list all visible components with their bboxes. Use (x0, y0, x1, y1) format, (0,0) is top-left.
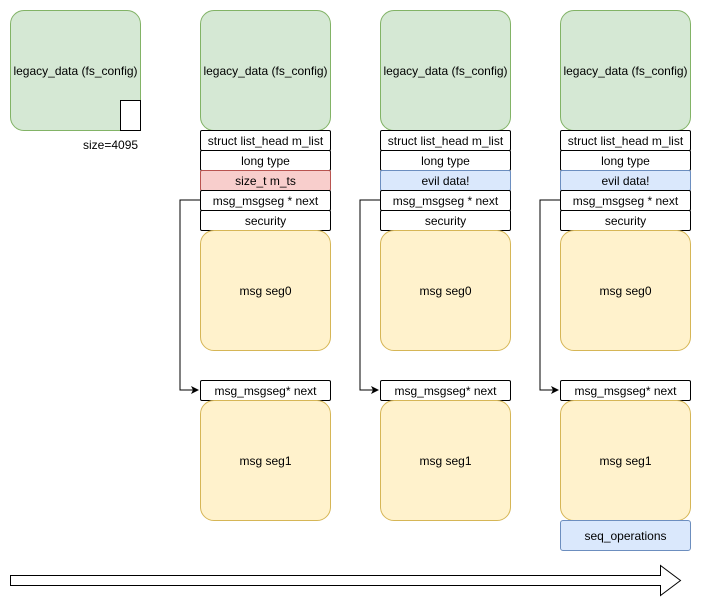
legacy-data-label: legacy_data (fs_config) (13, 63, 138, 78)
field-m-ts-1: size_t m_ts (200, 170, 331, 191)
field-label: evil data! (421, 173, 470, 188)
field-label: long type (241, 153, 290, 168)
timeline-arrow (10, 564, 682, 597)
field-label: evil data! (601, 173, 650, 188)
field-label: msg_msgseg * next (572, 193, 679, 208)
field-label: size_t m_ts (235, 173, 296, 188)
field-label: long type (421, 153, 470, 168)
field-label: long type (601, 153, 650, 168)
field-security-3: security (560, 210, 691, 231)
legacy-data-label: legacy_data (fs_config) (383, 63, 508, 78)
field-security-1: security (200, 210, 331, 231)
segment-label: msg seg1 (239, 453, 292, 468)
field-seg-next-1: msg_msgseg* next (200, 380, 331, 401)
field-label: msg_msgseg* next (214, 383, 317, 398)
msg-seg0-box-3: msg seg0 (560, 230, 691, 351)
legacy-data-box-2: legacy_data (fs_config) (380, 10, 511, 131)
field-m-list-1: struct list_head m_list (200, 130, 331, 151)
field-evil-data-2: evil data! (380, 170, 511, 191)
legacy-data-box-0: legacy_data (fs_config) (10, 10, 141, 131)
msg-seg0-box-2: msg seg0 (380, 230, 511, 351)
segment-label: msg seg0 (419, 283, 472, 298)
field-label: security (604, 213, 647, 228)
segment-label: msg seg1 (599, 453, 652, 468)
field-label: msg_msgseg* next (394, 383, 497, 398)
field-label: msg_msgseg * next (212, 193, 319, 208)
field-long-type-2: long type (380, 150, 511, 171)
field-label: struct list_head m_list (387, 133, 504, 148)
legacy-data-label: legacy_data (fs_config) (203, 63, 328, 78)
field-m-list-2: struct list_head m_list (380, 130, 511, 151)
legacy-data-label: legacy_data (fs_config) (563, 63, 688, 78)
size-label: size=4095 (83, 138, 139, 152)
msg-seg1-box-3: msg seg1 (560, 400, 691, 521)
msg-seg1-box-1: msg seg1 (200, 400, 331, 521)
field-long-type-3: long type (560, 150, 691, 171)
segment-label: msg seg0 (599, 283, 652, 298)
field-security-2: security (380, 210, 511, 231)
legacy-data-box-3: legacy_data (fs_config) (560, 10, 691, 131)
field-seg-next-2: msg_msgseg* next (380, 380, 511, 401)
field-label: security (244, 213, 287, 228)
overflow-byte-marker (120, 100, 141, 131)
field-m-list-3: struct list_head m_list (560, 130, 691, 151)
seq-operations-label: seq_operations (584, 528, 667, 543)
field-label: msg_msgseg* next (574, 383, 677, 398)
seq-operations-box: seq_operations (560, 520, 691, 551)
next-pointer-arrow-3 (539, 199, 560, 394)
field-seg-next-3: msg_msgseg* next (560, 380, 691, 401)
segment-label: msg seg1 (419, 453, 472, 468)
field-label: msg_msgseg * next (392, 193, 499, 208)
field-next-2: msg_msgseg * next (380, 190, 511, 211)
field-label: struct list_head m_list (207, 133, 324, 148)
msg-seg0-box-1: msg seg0 (200, 230, 331, 351)
next-pointer-arrow-1 (179, 199, 200, 394)
segment-label: msg seg0 (239, 283, 292, 298)
field-label: security (424, 213, 467, 228)
legacy-data-box-1: legacy_data (fs_config) (200, 10, 331, 131)
field-label: struct list_head m_list (567, 133, 684, 148)
field-next-1: msg_msgseg * next (200, 190, 331, 211)
field-next-3: msg_msgseg * next (560, 190, 691, 211)
field-long-type-1: long type (200, 150, 331, 171)
next-pointer-arrow-2 (359, 199, 380, 394)
msg-seg1-box-2: msg seg1 (380, 400, 511, 521)
field-evil-data-3: evil data! (560, 170, 691, 191)
